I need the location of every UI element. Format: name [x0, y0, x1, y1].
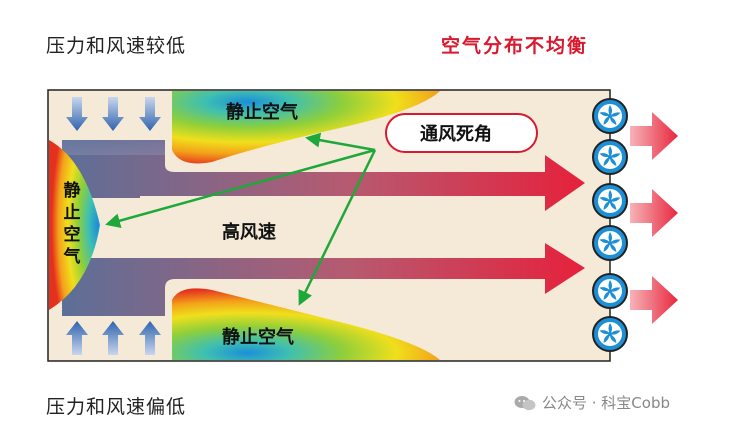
exhaust-fans	[592, 98, 628, 352]
pointer-arrows	[105, 132, 377, 306]
still-air-zone-left	[49, 140, 100, 310]
headline: 空气分布不均衡	[441, 35, 589, 57]
svg-text:止: 止	[64, 202, 81, 223]
watermark-text: 公众号 · 科宝Cobb	[542, 394, 670, 412]
exhaust-fan-5	[592, 273, 628, 309]
still-air-zone-bottom	[172, 288, 440, 360]
exhaust-fan-4	[592, 225, 628, 261]
wechat-icon	[514, 395, 536, 410]
outlet-arrows	[630, 112, 678, 324]
label-still-air-top: 静止空气	[226, 101, 298, 123]
svg-text:气: 气	[63, 246, 81, 267]
lower-flow-arrow	[62, 243, 585, 316]
watermark: 公众号 · 科宝Cobb	[514, 392, 670, 413]
label-high-speed: 高风速	[222, 221, 276, 243]
exhaust-fan-3	[592, 183, 628, 219]
exhaust-fan-2	[592, 139, 628, 175]
still-air-zone-top	[172, 91, 440, 164]
top-note: 压力和风速较低	[46, 35, 187, 57]
inlet-arrows-top	[66, 97, 161, 131]
upper-flow-arrow	[62, 140, 585, 211]
exhaust-fan-1	[592, 98, 628, 134]
label-dead-corner: 通风死角	[420, 123, 492, 145]
svg-text:静: 静	[64, 180, 81, 201]
label-still-air-left: 静 止 空 气	[63, 180, 81, 267]
svg-text:空: 空	[64, 224, 81, 245]
label-still-air-bottom: 静止空气	[222, 326, 294, 348]
inlet-arrows-bottom	[66, 321, 161, 355]
dead-corner-badge	[385, 113, 538, 153]
exhaust-fan-6	[592, 316, 628, 352]
bottom-note: 压力和风速偏低	[46, 396, 187, 418]
